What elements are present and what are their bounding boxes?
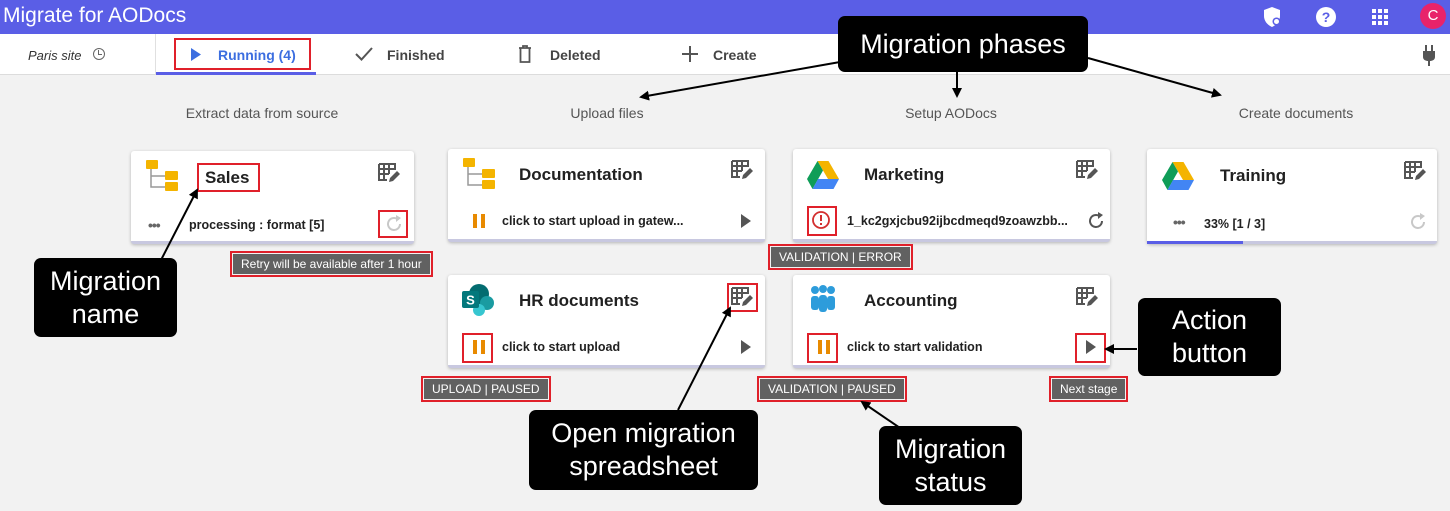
pause-icon — [472, 340, 486, 354]
pause-icon — [817, 340, 831, 354]
action-tooltip-next-stage: Next stage — [1048, 376, 1129, 402]
migration-card-training[interactable]: Training ••• 33% [1 / 3] — [1147, 149, 1437, 244]
tab-create-label: Create — [713, 47, 757, 63]
migration-status-text: click to start validation — [847, 340, 983, 354]
migration-status-text: 1_kc2gxjcbu92ijbcdmeqd9zoawzbb... — [847, 214, 1068, 228]
callout-text: button — [1171, 338, 1248, 368]
highlight-running-tab — [174, 38, 311, 70]
highlight-error-status — [807, 206, 837, 236]
tab-finished-label: Finished — [387, 47, 445, 63]
plus-icon — [682, 46, 698, 62]
folder-tree-icon — [146, 160, 178, 191]
callout-migration-phases: Migration phases — [838, 16, 1088, 72]
migration-name: Marketing — [864, 165, 945, 184]
tab-deleted-label: Deleted — [550, 47, 601, 63]
retry-tooltip: Retry will be available after 1 hour — [230, 251, 433, 277]
column-header-upload: Upload files — [570, 105, 644, 121]
progress-bar — [1147, 241, 1243, 244]
migration-name: Documentation — [519, 165, 643, 184]
processing-dots-icon: ••• — [1173, 214, 1186, 230]
tab-running-label: Running (4) — [218, 47, 296, 63]
highlight-retry — [378, 210, 408, 238]
status-tooltip-validation-error: VALIDATION | ERROR — [768, 244, 913, 270]
migration-status-text: processing : format [5] — [189, 218, 325, 232]
security-shield-icon[interactable] — [1260, 5, 1284, 29]
play-icon — [191, 48, 201, 61]
spreadsheet-edit-icon[interactable] — [378, 162, 400, 184]
teams-people-icon — [811, 285, 835, 312]
migration-card-documentation[interactable]: Documentation click to start upload in g… — [448, 149, 765, 242]
migration-name: Training — [1220, 166, 1287, 185]
migration-card-hr-documents[interactable]: S HR documents click to start upload — [448, 275, 765, 368]
highlight-action-button — [1075, 333, 1106, 363]
callout-text: name — [71, 298, 140, 329]
callout-text: Migration — [894, 433, 1007, 464]
callout-action-button: Action button — [1138, 298, 1281, 376]
callout-text: Open migration — [551, 418, 736, 448]
error-icon — [812, 211, 830, 229]
callout-text: Migration — [49, 265, 162, 296]
sharepoint-icon: S — [462, 284, 494, 316]
apps-grid-icon[interactable] — [1368, 5, 1392, 29]
avatar[interactable]: C — [1420, 3, 1446, 29]
highlight-name — [197, 163, 260, 192]
migration-status-text: 33% [1 / 3] — [1204, 217, 1266, 231]
processing-dots-icon: ••• — [148, 217, 161, 233]
folder-tree-icon — [463, 158, 495, 189]
migration-name: Sales — [205, 168, 250, 187]
tab-create[interactable]: Create — [680, 34, 790, 75]
tab-divider — [155, 34, 156, 75]
status-tooltip-validation-paused: VALIDATION | PAUSED — [757, 376, 907, 402]
migration-card-sales[interactable]: Sales ••• processing : format [5] — [131, 151, 414, 244]
retry-icon[interactable] — [1087, 212, 1105, 230]
callout-text: Migration phases — [860, 28, 1066, 59]
clock-icon — [93, 48, 105, 60]
column-header-create: Create documents — [1238, 105, 1354, 121]
callout-open-spreadsheet: Open migration spreadsheet — [529, 410, 758, 490]
help-icon[interactable]: ? — [1314, 5, 1338, 29]
tab-finished[interactable]: Finished — [350, 34, 460, 75]
svg-text:?: ? — [1322, 9, 1331, 25]
column-header-setup: Setup AODocs — [905, 105, 997, 121]
retry-icon[interactable] — [385, 215, 403, 233]
spreadsheet-edit-icon[interactable] — [731, 286, 753, 308]
plug-icon[interactable] — [1422, 45, 1436, 67]
migration-name: Accounting — [864, 291, 958, 310]
tab-running[interactable]: Running (4) — [175, 34, 310, 75]
callout-migration-status: Migration status — [879, 426, 1022, 505]
highlight-pause-status — [807, 333, 838, 363]
migration-card-accounting[interactable]: Accounting click to start validation — [793, 275, 1110, 368]
spreadsheet-edit-icon[interactable] — [1404, 160, 1426, 182]
migration-status-text: click to start upload — [502, 340, 621, 354]
trash-icon — [519, 45, 531, 63]
callout-text: Action — [1171, 305, 1248, 335]
migration-status-text: click to start upload in gatew... — [502, 214, 684, 228]
google-drive-icon — [1162, 162, 1194, 190]
check-icon — [355, 47, 373, 61]
spreadsheet-edit-icon[interactable] — [1076, 286, 1098, 308]
app-title: Migrate for AODocs — [3, 4, 187, 27]
app-bar: Migrate for AODocs ? C — [0, 0, 1450, 34]
callout-migration-name: Migration name — [34, 258, 177, 337]
migration-card-marketing[interactable]: Marketing 1_kc2gxjcbu92ijbcdmeqd9zoawzbb… — [793, 149, 1110, 242]
google-drive-icon — [807, 161, 839, 189]
active-tab-indicator — [156, 72, 316, 75]
highlight-spreadsheet-icon — [727, 283, 758, 312]
play-action-icon[interactable] — [740, 214, 752, 228]
spreadsheet-edit-icon[interactable] — [1076, 159, 1098, 181]
play-action-icon[interactable] — [740, 340, 752, 354]
callout-text: spreadsheet — [569, 451, 718, 481]
site-selector[interactable]: Paris site — [28, 48, 82, 63]
play-action-icon[interactable] — [1085, 340, 1097, 354]
migration-name: HR documents — [519, 291, 639, 310]
highlight-pause-status — [462, 333, 493, 363]
retry-icon[interactable] — [1409, 213, 1427, 231]
callout-text: status — [914, 466, 987, 497]
tab-deleted[interactable]: Deleted — [515, 34, 625, 75]
column-header-extract: Extract data from source — [185, 105, 339, 121]
status-tooltip-upload-paused: UPLOAD | PAUSED — [421, 376, 551, 402]
spreadsheet-edit-icon[interactable] — [731, 159, 753, 181]
pause-icon — [472, 214, 486, 228]
svg-text:S: S — [466, 293, 475, 308]
